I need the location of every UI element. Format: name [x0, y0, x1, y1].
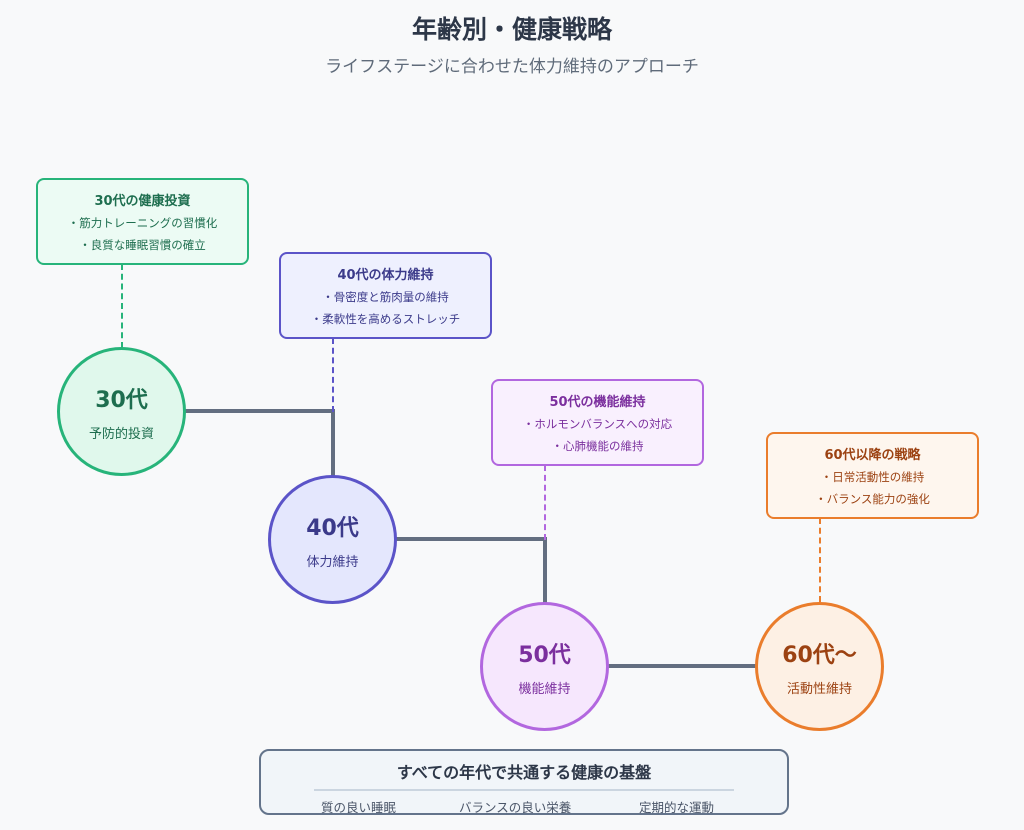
- connector-30-40-horizontal: [185, 409, 335, 413]
- connector-40-50-vertical: [543, 537, 547, 603]
- card-50s-item-1: ・ホルモンバランスへの対応: [522, 417, 673, 431]
- common-foundation-items: 質の良い睡眠 バランスの良い栄養 定期的な運動: [261, 797, 787, 817]
- page-subtitle: ライフステージに合わせた体力維持のアプローチ: [325, 57, 699, 77]
- card-60s: 60代以降の戦略 ・日常活動性の維持 ・バランス能力の強化: [766, 432, 979, 519]
- leader-60: [819, 518, 821, 602]
- stage-circle-40s: 40代 体力維持: [268, 475, 397, 604]
- stage-30s-age: 30代: [95, 388, 148, 413]
- leader-30: [121, 264, 123, 348]
- card-60s-item-1: ・日常活動性の維持: [820, 470, 925, 484]
- common-foundation-divider: [314, 789, 734, 791]
- card-50s: 50代の機能維持 ・ホルモンバランスへの対応 ・心肺機能の維持: [491, 379, 704, 466]
- card-30s-title: 30代の健康投資: [94, 194, 191, 209]
- stage-60s-age: 60代〜: [782, 643, 857, 668]
- foundation-item-sleep: 質の良い睡眠: [321, 800, 397, 815]
- common-foundation-title: すべての年代で共通する健康の基盤: [396, 763, 652, 782]
- card-50s-item-2: ・心肺機能の維持: [551, 439, 644, 453]
- card-40s-title: 40代の体力維持: [337, 268, 434, 283]
- card-60s-title: 60代以降の戦略: [824, 448, 921, 463]
- card-40s-item-2: ・柔軟性を高めるストレッチ: [310, 312, 461, 326]
- leader-50: [544, 465, 546, 540]
- stage-50s-age: 50代: [518, 643, 571, 668]
- card-40s-item-1: ・骨密度と筋肉量の維持: [322, 290, 449, 304]
- common-foundation-box: すべての年代で共通する健康の基盤 質の良い睡眠 バランスの良い栄養 定期的な運動: [259, 749, 789, 815]
- card-30s-item-1: ・筋力トレーニングの習慣化: [67, 216, 218, 230]
- page-title: 年齢別・健康戦略: [411, 15, 612, 44]
- stage-40s-label: 体力維持: [306, 555, 359, 570]
- card-60s-item-2: ・バランス能力の強化: [815, 492, 930, 506]
- stage-circle-50s: 50代 機能維持: [480, 602, 609, 731]
- foundation-item-nutrition: バランスの良い栄養: [459, 800, 572, 815]
- leader-40: [332, 338, 334, 412]
- card-30s: 30代の健康投資 ・筋力トレーニングの習慣化 ・良質な睡眠習慣の確立: [36, 178, 249, 265]
- stage-30s-label: 予防的投資: [88, 427, 154, 442]
- card-30s-item-2: ・良質な睡眠習慣の確立: [79, 238, 206, 252]
- card-50s-title: 50代の機能維持: [549, 395, 646, 410]
- stage-circle-60s: 60代〜 活動性維持: [755, 602, 884, 731]
- stage-circle-30s: 30代 予防的投資: [57, 347, 186, 476]
- card-40s: 40代の体力維持 ・骨密度と筋肉量の維持 ・柔軟性を高めるストレッチ: [279, 252, 492, 339]
- connector-30-40-vertical: [331, 409, 335, 477]
- foundation-item-exercise: 定期的な運動: [639, 800, 715, 815]
- stage-40s-age: 40代: [306, 516, 359, 541]
- stage-50s-label: 機能維持: [518, 682, 571, 697]
- connector-40-50-horizontal: [396, 537, 547, 541]
- connector-50-60-horizontal: [607, 664, 757, 668]
- stage-60s-label: 活動性維持: [786, 682, 852, 697]
